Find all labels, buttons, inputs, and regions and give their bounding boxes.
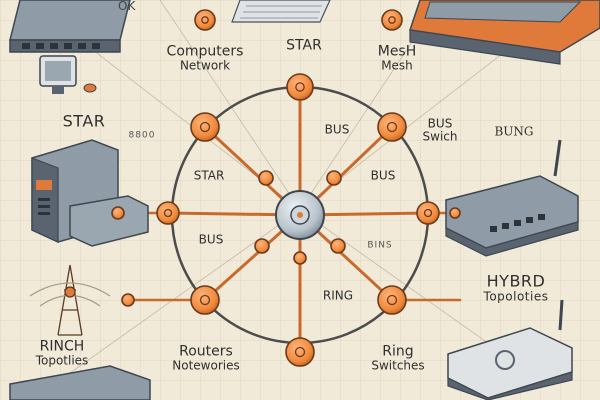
label-routers-1: Routers <box>179 343 233 360</box>
node-mid-upper-left <box>258 170 274 186</box>
node-right <box>416 201 440 225</box>
label-network: Network <box>179 58 231 73</box>
node-top <box>286 73 314 101</box>
label-routers-2: Notewories <box>172 358 240 373</box>
label-computers-network: Computers Network <box>167 44 244 71</box>
label-computers: Computers <box>166 43 244 60</box>
label-small-code: 8800 <box>128 130 156 141</box>
network-node-icon <box>386 294 398 306</box>
network-node-icon <box>294 346 306 358</box>
network-switch-icon <box>445 139 579 257</box>
node-mid-lower-left <box>254 238 270 254</box>
label-mesh: MesH Mesh <box>378 44 417 71</box>
network-node-icon <box>295 82 305 92</box>
network-node-icon <box>199 294 211 306</box>
router-icon <box>9 365 151 400</box>
node-outer-right <box>449 207 461 219</box>
node-mid-bottom <box>293 251 307 265</box>
label-hybrid-1: HYBRD <box>486 271 546 291</box>
node-mid-lower-right <box>330 238 346 254</box>
label-bus-top: BUS <box>324 122 350 137</box>
node-outer-top-left <box>194 9 216 31</box>
label-bus-right: BUS <box>370 168 396 183</box>
label-rinch: RINCH Topotlies <box>36 339 89 366</box>
router-icon <box>9 0 131 53</box>
router-icon <box>447 299 573 400</box>
hub-icon <box>275 190 325 240</box>
label-bins: BINS <box>367 240 393 251</box>
server-tower-icon <box>31 139 149 247</box>
label-hybrid: HYBRD Topoloties <box>483 271 549 304</box>
network-nodes <box>111 9 461 367</box>
label-routers: Routers Notewories <box>172 344 239 371</box>
label-mesh-2: Mesh <box>381 58 413 73</box>
network-node-icon <box>423 208 433 218</box>
node-upper-left <box>190 112 220 142</box>
network-node-icon <box>201 16 209 24</box>
label-mesh-1: MesH <box>377 43 417 60</box>
network-node-icon <box>388 16 396 24</box>
label-ring-switches-2: Switches <box>371 358 425 373</box>
keyboard-icon <box>231 0 331 23</box>
antenna-tower-icon <box>29 264 111 336</box>
node-outer-top-right <box>381 9 403 31</box>
node-lower-left <box>190 285 220 315</box>
node-outer-left <box>111 206 125 220</box>
network-node-icon <box>199 121 211 133</box>
label-rinch-1: RINCH <box>39 338 85 355</box>
label-star-top: STAR <box>286 37 322 54</box>
node-lower-right <box>377 285 407 315</box>
label-hybrid-2: Topoloties <box>483 289 549 304</box>
label-bus-switch-1: BUS <box>427 116 453 131</box>
label-bus-switch-2: Swich <box>422 129 458 143</box>
node-bottom <box>285 337 315 367</box>
network-node-icon <box>163 208 173 218</box>
label-rinch-2: Topotlies <box>35 353 89 368</box>
label-ring-switches-1: Ring <box>382 343 414 360</box>
network-node-icon <box>386 121 398 133</box>
label-star-center: STAR <box>193 168 225 183</box>
label-bung: BUNG <box>494 124 534 139</box>
node-upper-right <box>377 112 407 142</box>
node-mid-upper-right <box>326 170 342 186</box>
node-left <box>156 201 180 225</box>
label-bus-lower: BUS <box>198 232 224 247</box>
label-bus-switch: BUS Swich <box>423 117 458 142</box>
monitor-icon <box>39 55 97 94</box>
label-star-left: STAR <box>62 111 106 131</box>
network-switch-icon <box>409 0 600 65</box>
node-outer-lower-left <box>121 293 135 307</box>
label-ring-mid: RING <box>322 288 354 303</box>
label-ring-switches: Ring Switches <box>371 344 424 371</box>
top-fragment-label: OK <box>118 0 136 13</box>
